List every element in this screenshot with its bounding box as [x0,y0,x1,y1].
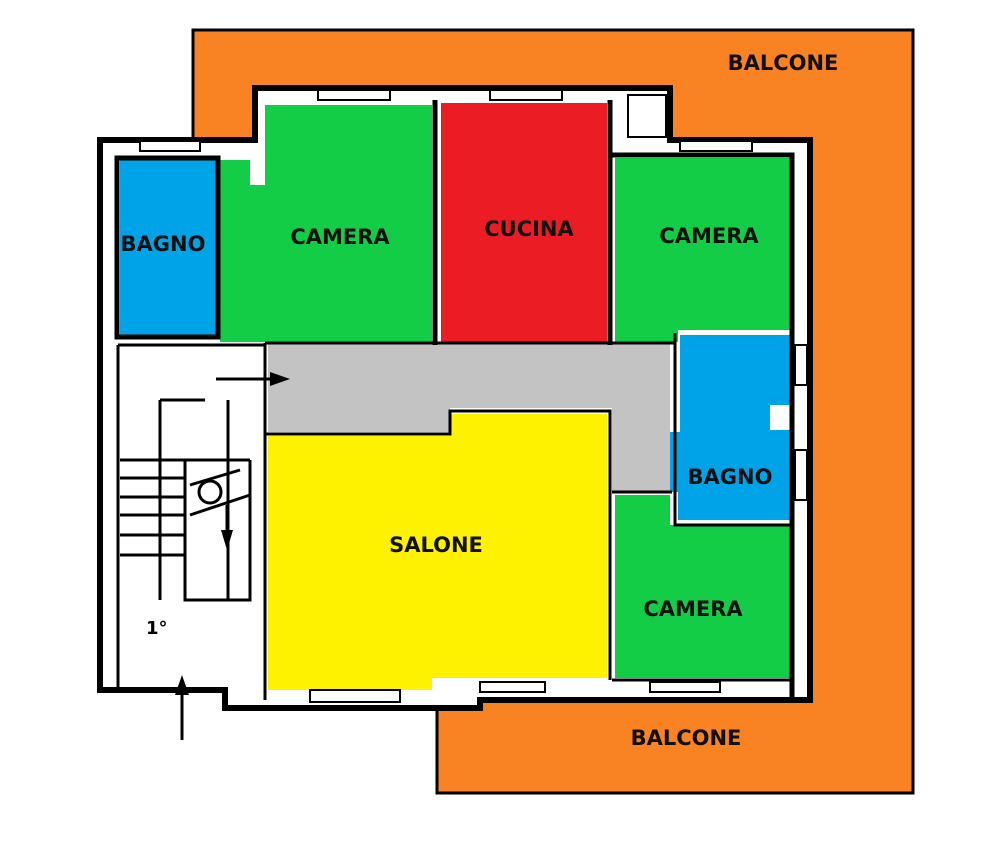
room-camera-top-right[interactable] [615,158,790,342]
room-bagno-left[interactable] [120,160,216,335]
interior-walls [114,100,795,700]
label-bagno-right: BAGNO [688,465,773,489]
windows [139,89,808,703]
label-balcone-top: BALCONE [728,51,839,75]
room-camera-top-left[interactable] [220,105,432,342]
label-camera-top-right: CAMERA [659,224,759,248]
label-balcone-bottom: BALCONE [631,726,742,750]
label-cucina: CUCINA [484,217,574,241]
stairs-floor-mark: 1° [146,618,168,639]
room-camera-bottom-right[interactable] [615,495,790,678]
label-bagno-left: BAGNO [121,232,206,256]
room-corridoio[interactable] [268,343,670,492]
label-camera-top-left: CAMERA [290,225,390,249]
room-bagno-right[interactable] [670,335,790,520]
label-camera-bottom-right: CAMERA [643,597,743,621]
arrow-icons [175,372,290,740]
label-salone: SALONE [389,533,483,557]
stairs [120,398,252,602]
room-salone[interactable] [268,414,607,690]
room-cucina[interactable] [441,103,607,343]
